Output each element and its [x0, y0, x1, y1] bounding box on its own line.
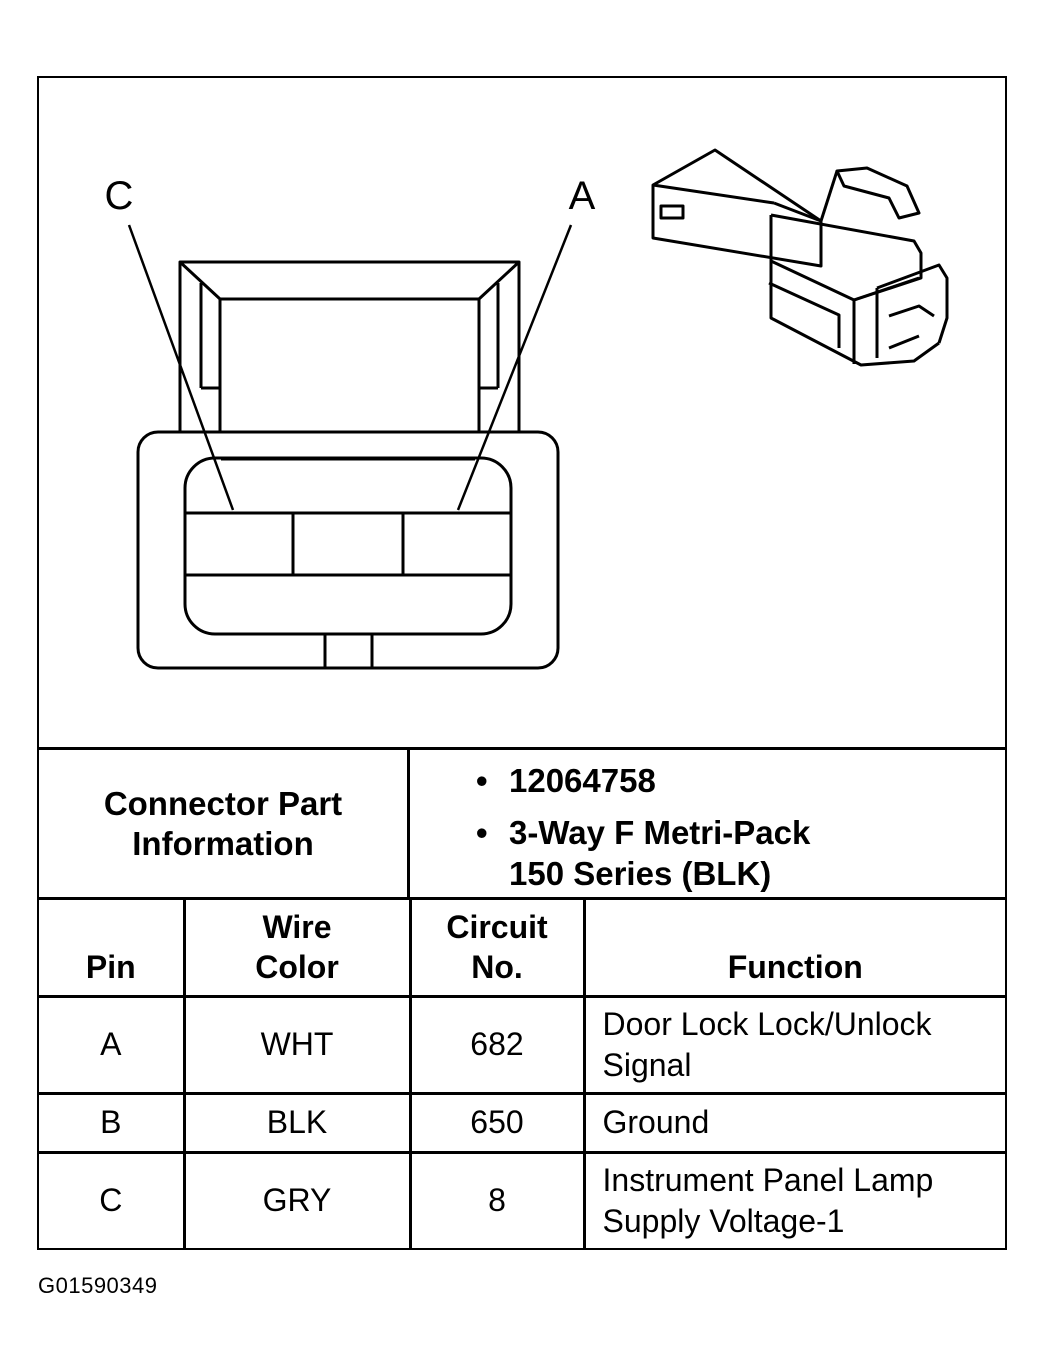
connector-description-item: • 3-Way F Metri-Pack 150 Series (BLK): [410, 812, 1005, 894]
connector-isometric-view: [651, 148, 949, 367]
cell-pin: A: [39, 994, 186, 1095]
figure-id: G01590349: [38, 1273, 158, 1298]
cell-circuit: 650: [408, 1091, 586, 1154]
header-circuit-no: Circuit No.: [408, 900, 586, 998]
cell-function: Door Lock Lock/Unlock Signal: [582, 994, 1005, 1095]
header-wire-color: Wire Color: [182, 900, 412, 998]
pinout-table: Pin Wire Color Circuit No. Function A WH…: [39, 900, 1005, 1248]
header-pin: Pin: [39, 900, 186, 998]
cell-circuit: 682: [408, 994, 586, 1095]
connector-info-row: Connector Part Information • 12064758 • …: [39, 747, 1005, 900]
bullet: •: [476, 762, 488, 799]
leader-line-a: [456, 224, 573, 511]
table-row: A WHT 682 Door Lock Lock/Unlock Signal: [39, 994, 1005, 1095]
diagram-frame: C A Connector Part Information • 1206475…: [37, 76, 1007, 1250]
connector-info-label-line1: Connector Part: [103, 784, 343, 822]
pin-label-c: C: [105, 174, 134, 218]
cell-pin: B: [39, 1091, 186, 1154]
cell-wire-color: BLK: [182, 1091, 412, 1154]
part-number-item: • 12064758: [410, 760, 1005, 801]
cell-circuit: 8: [408, 1150, 586, 1248]
pin-label-a: A: [569, 174, 596, 218]
connector-svg: C A: [105, 148, 949, 670]
bullet: •: [476, 814, 488, 851]
connector-info-values: • 12064758 • 3-Way F Metri-Pack 150 Seri…: [410, 750, 1005, 897]
table-header-row: Pin Wire Color Circuit No. Function: [39, 900, 1005, 998]
cell-function: Instrument Panel Lamp Supply Voltage-1: [582, 1150, 1005, 1248]
cell-wire-color: WHT: [182, 994, 412, 1095]
cell-function: Ground: [582, 1091, 1005, 1154]
connector-info-label: Connector Part Information: [39, 750, 410, 897]
header-function: Function: [582, 900, 1005, 998]
leader-line-c: [127, 224, 235, 511]
connector-description-line1: 3-Way F Metri-Pack: [509, 814, 811, 851]
connector-body: [136, 430, 560, 670]
connector-info-label-line2: Information: [132, 824, 314, 862]
table-row: B BLK 650 Ground: [39, 1091, 1005, 1154]
cell-wire-color: GRY: [182, 1150, 412, 1248]
connector-face: [127, 224, 573, 670]
table-row: C GRY 8 Instrument Panel Lamp Supply Vol…: [39, 1150, 1005, 1248]
connector-drawing: C A: [39, 78, 1005, 747]
connector-description-line2: 150 Series (BLK): [509, 855, 772, 892]
part-number: 12064758: [509, 762, 656, 799]
cell-pin: C: [39, 1150, 186, 1248]
